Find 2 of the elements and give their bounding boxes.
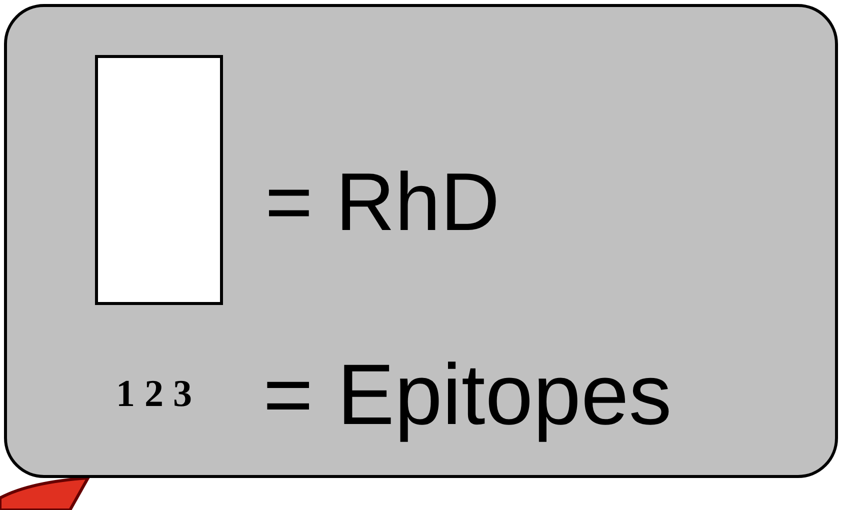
legend-label: = RhD — [265, 162, 500, 244]
legend-sample-text: 1 2 3 — [116, 375, 192, 413]
